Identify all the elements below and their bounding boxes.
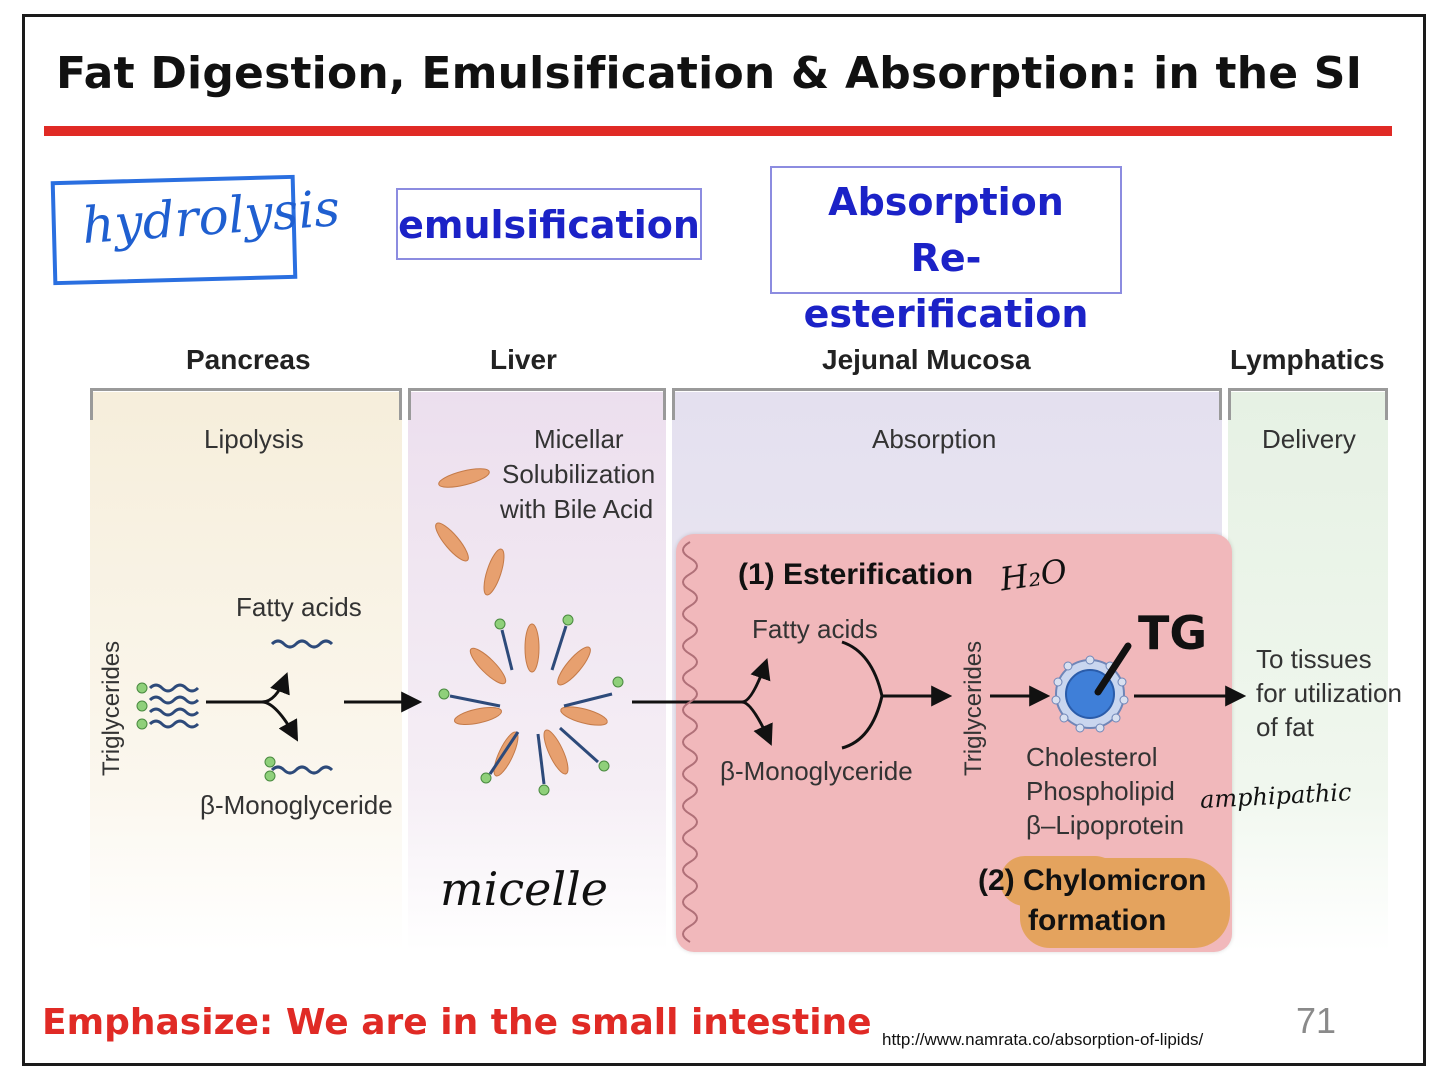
lipoprotein-label: β–Lipoprotein xyxy=(1026,810,1185,840)
triglycerides-label: Triglycerides xyxy=(98,640,125,776)
cell-triglycerides-label: Triglycerides xyxy=(960,640,987,776)
esterification-label: (1) Esterification xyxy=(738,558,974,591)
lipolysis-label: Lipolysis xyxy=(204,424,304,454)
absorption-box-line2: Re-esterification xyxy=(803,236,1089,336)
chylomicron-highlight xyxy=(1020,858,1230,948)
lymphatics-bracket xyxy=(1228,388,1388,420)
region-lymphatics-label: Lymphatics xyxy=(1230,344,1385,375)
slide-title: Fat Digestion, Emulsification & Absorpti… xyxy=(56,48,1363,99)
liver-bracket xyxy=(408,388,666,420)
micelle-annotation: micelle xyxy=(440,862,608,916)
absorption-box-line1: Absorption xyxy=(828,180,1064,224)
phospholipid-label: Phospholipid xyxy=(1026,776,1175,806)
emulsification-box: emulsification xyxy=(396,188,702,260)
tissues-label-1: To tissues xyxy=(1256,644,1372,674)
chylomicron-label-1: (2) Chylomicron xyxy=(978,864,1207,897)
emphasis-note: Emphasize: We are in the small intestine xyxy=(42,1002,872,1043)
pancreas-bracket xyxy=(90,388,402,420)
chylomicron-label-2: formation xyxy=(1028,904,1167,937)
micellar-label-2: Solubilization xyxy=(502,459,656,489)
title-underline xyxy=(44,126,1392,136)
absorption-box: Absorption Re-esterification xyxy=(770,166,1122,336)
region-pancreas-label: Pancreas xyxy=(186,344,311,375)
micellar-label-3: with Bile Acid xyxy=(500,494,654,524)
cell-monoglyceride-label: β-Monoglyceride xyxy=(720,756,913,786)
region-jejunal-label: Jejunal Mucosa xyxy=(822,344,1031,375)
absorption-process-label: Absorption xyxy=(872,424,997,454)
cell-fatty-acids-label: Fatty acids xyxy=(752,614,878,644)
delivery-label: Delivery xyxy=(1262,424,1356,454)
region-liver-label: Liver xyxy=(490,344,557,375)
jejunal-bracket xyxy=(672,388,1222,420)
lymphatics-panel xyxy=(1228,392,1388,952)
monoglyceride-label: β-Monoglyceride xyxy=(200,790,393,820)
page-number: 71 xyxy=(1296,1000,1337,1041)
tissues-label-3: of fat xyxy=(1256,712,1314,742)
tg-annotation: TG xyxy=(1138,606,1208,660)
pancreas-panel xyxy=(90,392,402,952)
source-url: http://www.namrata.co/absorption-of-lipi… xyxy=(882,1030,1204,1049)
cholesterol-label: Cholesterol xyxy=(1026,742,1158,772)
tissues-label-2: for utilization xyxy=(1256,678,1402,708)
micellar-label-1: Micellar xyxy=(534,424,624,454)
fatty-acids-label: Fatty acids xyxy=(236,592,362,622)
